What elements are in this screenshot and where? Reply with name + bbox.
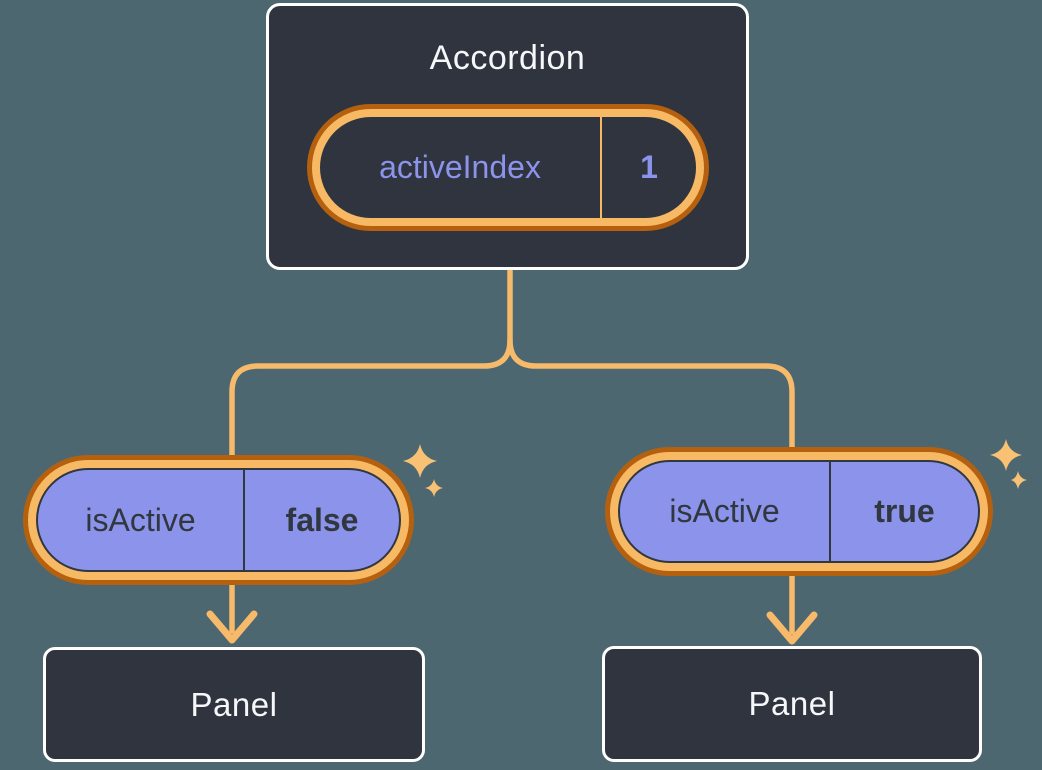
panel-box-right: Panel	[602, 646, 982, 762]
prop-pill-true: isActive true	[605, 447, 993, 576]
state-pill: activeIndex 1	[307, 104, 709, 231]
pill-divider	[829, 462, 831, 561]
prop-value: false	[285, 501, 359, 538]
prop-name: isActive	[85, 501, 196, 538]
prop-value: true	[874, 493, 935, 529]
pill-divider	[243, 470, 245, 570]
state-name: activeIndex	[379, 149, 541, 185]
sparkle-icon	[403, 444, 443, 497]
sparkle-icon	[990, 439, 1027, 489]
panel-label: Panel	[190, 685, 278, 723]
prop-name: isActive	[669, 493, 780, 529]
arrow-down-icon	[206, 610, 258, 644]
panel-box-left: Panel	[43, 647, 425, 762]
state-value: 1	[640, 149, 658, 185]
pill-divider	[600, 117, 602, 218]
arrow-down-icon	[766, 611, 818, 645]
prop-pill-false: isActive false	[23, 455, 414, 585]
connector-right-branch	[507, 337, 795, 635]
accordion-label: Accordion	[429, 39, 586, 77]
panel-label: Panel	[748, 685, 836, 722]
